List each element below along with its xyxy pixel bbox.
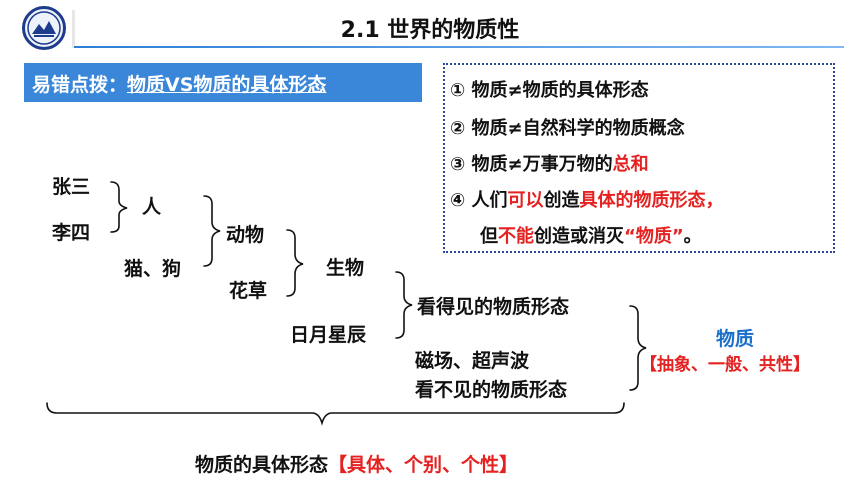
note-item: ④ 人们可以创造具体的物质形态， <box>450 186 724 212</box>
label-dongwu: 动物 <box>226 224 265 246</box>
brace-visible <box>395 271 413 339</box>
note-text: 创造 <box>543 190 580 211</box>
note-item: ② 物质≠自然科学的物质概念 <box>450 114 685 140</box>
note-number: ④ <box>450 190 472 211</box>
note-text: 物质≠万事万物的 <box>471 154 613 175</box>
bottom-summary: 物质的具体形态【具体、个别、个性】 <box>195 450 518 477</box>
note-emphasis: “物质” <box>624 226 684 247</box>
note-number: ③ <box>450 154 472 175</box>
note-text: 物质≠物质的具体形态 <box>471 80 649 101</box>
note-emphasis: 具体的物质形态， <box>579 190 724 211</box>
tip-banner-prefix: 易错点拨： <box>32 74 128 96</box>
brace-living <box>286 229 304 297</box>
label-zhangsan: 张三 <box>52 176 91 198</box>
label-invisible-forms: 看不见的物质形态 <box>415 379 568 401</box>
note-emphasis: 不能 <box>498 226 534 247</box>
label-lisi: 李四 <box>52 222 91 244</box>
page-title: 2.1 世界的物质性 <box>340 18 520 43</box>
university-logo <box>22 6 66 50</box>
note-item: ① 物质≠物质的具体形态 <box>450 76 649 102</box>
header-divider <box>72 10 75 48</box>
note-text: 人们 <box>471 190 508 211</box>
brace-bottom <box>46 402 625 426</box>
tip-banner-topic: 物质VS物质的具体形态 <box>127 74 327 96</box>
bottom-summary-tag: 【具体、个别、个性】 <box>328 454 519 476</box>
note-emphasis: 总和 <box>612 154 649 175</box>
note-text: 创造或消灭 <box>534 226 624 247</box>
note-item: 但不能创造或消灭“物质”。 <box>480 222 702 248</box>
brace-animals <box>203 195 221 267</box>
label-shengwu: 生物 <box>326 257 365 279</box>
label-huacao: 花草 <box>229 280 268 302</box>
note-emphasis: 可以 <box>507 190 544 211</box>
note-number: ① <box>450 80 472 101</box>
note-item: ③ 物质≠万事万物的总和 <box>450 150 649 176</box>
brace-matter <box>629 305 647 391</box>
label-visible-forms: 看得见的物质形态 <box>417 296 570 318</box>
label-mao-gou: 猫、狗 <box>124 258 182 280</box>
label-cichang: 磁场、超声波 <box>415 350 530 372</box>
label-abstract-general: 【抽象、一般、共性】 <box>640 355 810 375</box>
label-riyue-xingchen: 日月星辰 <box>290 324 367 346</box>
bottom-summary-main: 物质的具体形态 <box>195 454 329 476</box>
note-number: ② <box>450 118 472 139</box>
note-text: 。 <box>683 226 702 247</box>
note-text: 但 <box>480 226 498 247</box>
label-ren: 人 <box>142 196 162 218</box>
tip-banner <box>24 63 422 102</box>
label-wuzhi: 物质 <box>716 328 755 350</box>
tip-banner-text: 易错点拨：物质VS物质的具体形态 <box>32 70 326 97</box>
note-text: 物质≠自然科学的物质概念 <box>471 118 685 139</box>
brace-people <box>110 181 128 233</box>
title-rule <box>74 46 844 48</box>
notes-box <box>443 63 835 253</box>
